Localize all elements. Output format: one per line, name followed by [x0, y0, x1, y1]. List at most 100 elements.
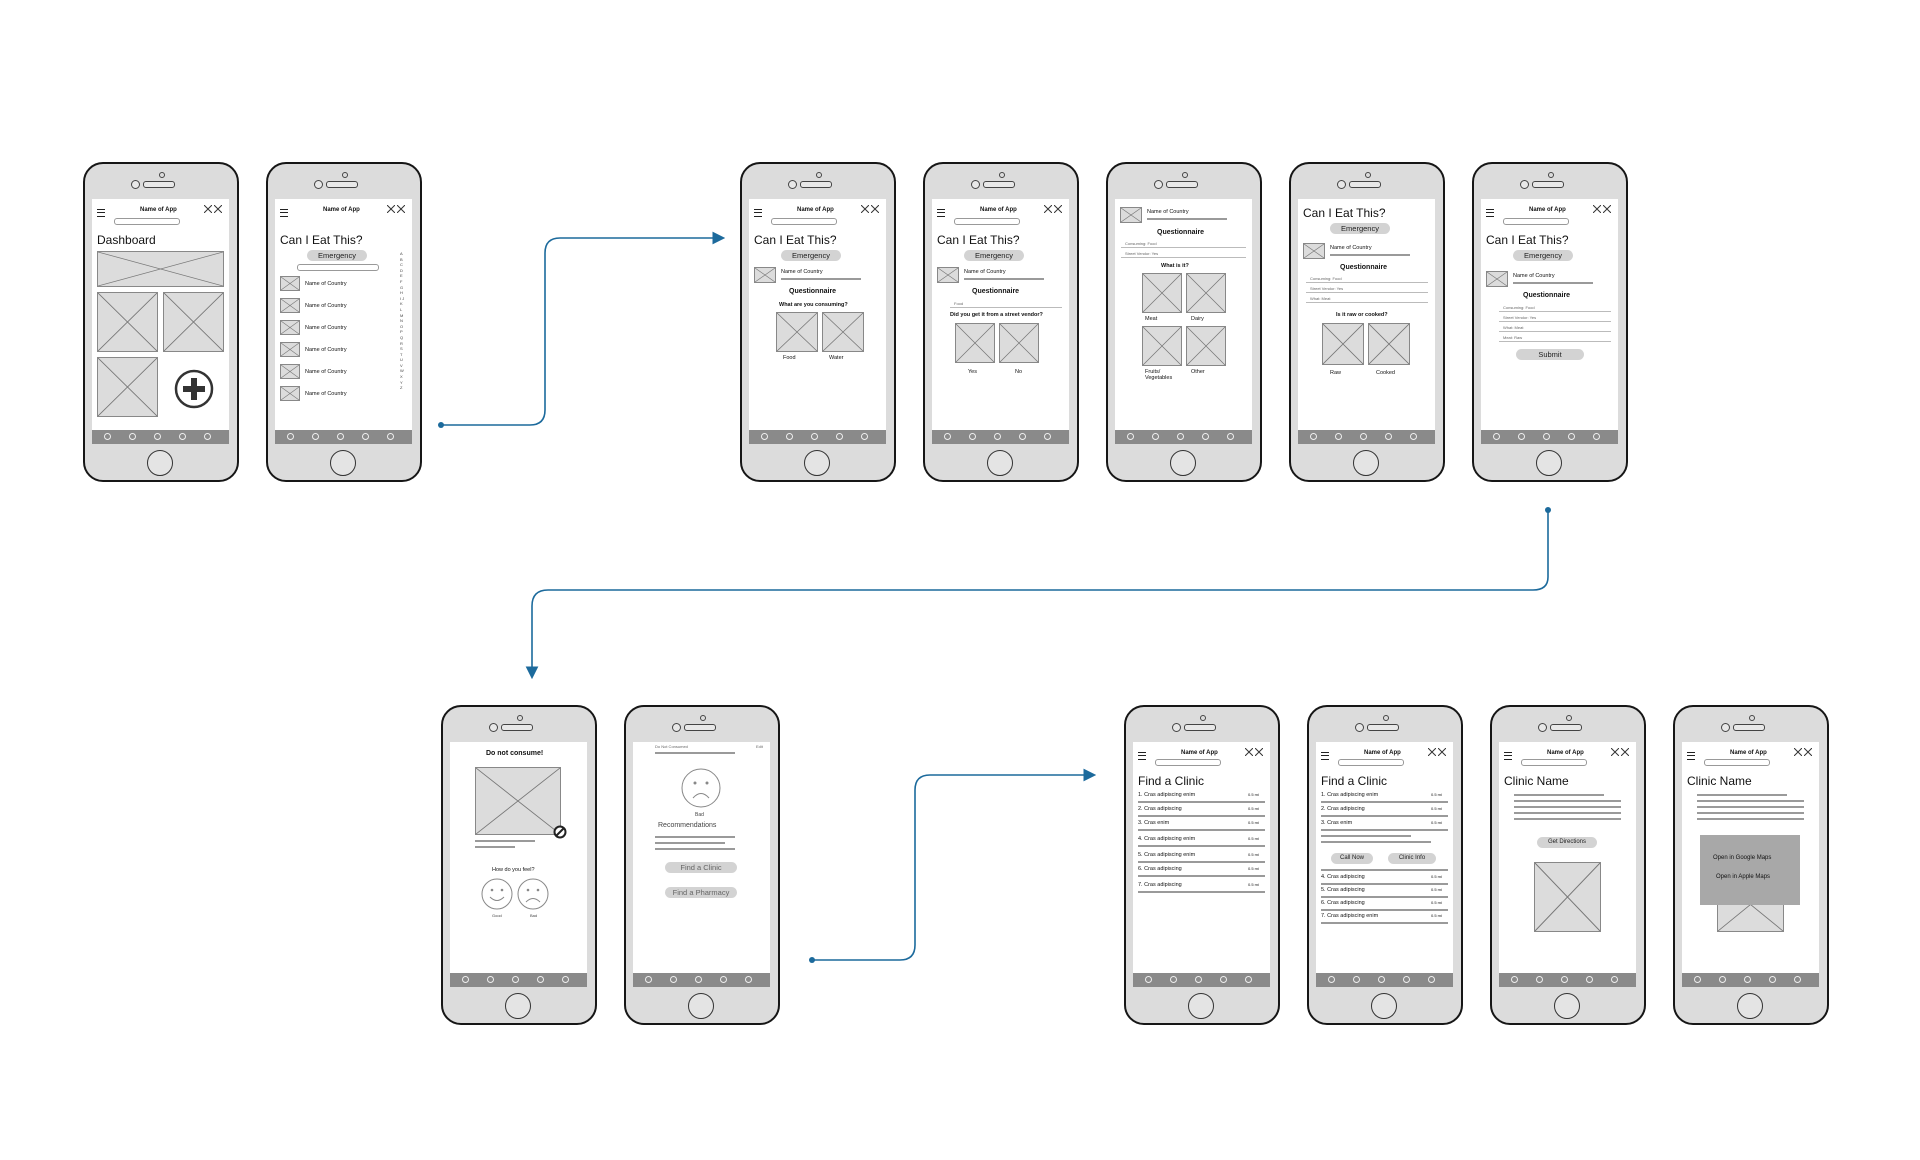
no-option[interactable]	[999, 323, 1039, 363]
list-item[interactable]: Name of Country	[305, 325, 347, 331]
meat-option[interactable]	[1142, 273, 1182, 313]
list-item[interactable]: 4. Cras adipiscing enim	[1138, 836, 1196, 842]
home-button[interactable]	[1737, 993, 1763, 1019]
home-button[interactable]	[1554, 993, 1580, 1019]
home-button[interactable]	[804, 450, 830, 476]
close-icon[interactable]	[1621, 748, 1629, 756]
alphabet-index[interactable]: A B C D E F G H I J K L M N O P Q R S T …	[400, 251, 405, 391]
search-input[interactable]	[1155, 759, 1221, 766]
close-icon[interactable]	[1255, 748, 1263, 756]
close-icon[interactable]	[1794, 748, 1802, 756]
menu-icon[interactable]	[280, 209, 288, 217]
list-item[interactable]: Name of Country	[305, 303, 347, 309]
close-icon[interactable]	[1438, 748, 1446, 756]
close-icon[interactable]	[397, 205, 405, 213]
search-input[interactable]	[114, 218, 180, 225]
list-item[interactable]: Name of Country	[305, 347, 347, 353]
search-input[interactable]	[771, 218, 837, 225]
home-button[interactable]	[1536, 450, 1562, 476]
list-item[interactable]: 2. Cras adipiscing	[1138, 806, 1182, 812]
search-input[interactable]	[1704, 759, 1770, 766]
close-icon[interactable]	[204, 205, 212, 213]
list-item[interactable]: 2. Cras adipiscing	[1321, 806, 1365, 812]
home-button[interactable]	[688, 993, 714, 1019]
sad-face-icon[interactable]	[516, 877, 550, 911]
home-button[interactable]	[1170, 450, 1196, 476]
home-button[interactable]	[505, 993, 531, 1019]
emergency-button[interactable]: Emergency	[1330, 223, 1390, 234]
clinic-info-button[interactable]: Clinic Info	[1388, 853, 1436, 864]
water-option[interactable]	[822, 312, 864, 352]
list-item[interactable]: Name of Country	[305, 281, 347, 287]
home-button[interactable]	[1371, 993, 1397, 1019]
other-option[interactable]	[1186, 326, 1226, 366]
fruits-option[interactable]	[1142, 326, 1182, 366]
close-icon[interactable]	[387, 205, 395, 213]
dairy-option[interactable]	[1186, 273, 1226, 313]
search-input[interactable]	[1338, 759, 1404, 766]
list-item[interactable]: 3. Cras enim	[1321, 820, 1353, 826]
list-item[interactable]: 5. Cras adipiscing	[1321, 887, 1365, 893]
close-icon[interactable]	[1804, 748, 1812, 756]
list-item[interactable]: 1. Cras adipiscing enim	[1321, 792, 1379, 798]
home-button[interactable]	[987, 450, 1013, 476]
add-icon[interactable]	[174, 369, 214, 409]
answer-row: Consuming: Food	[1503, 305, 1535, 310]
search-input[interactable]	[1521, 759, 1587, 766]
list-item[interactable]: 3. Cras enim	[1138, 820, 1170, 826]
menu-icon[interactable]	[1687, 752, 1695, 760]
menu-icon[interactable]	[97, 209, 105, 217]
close-icon[interactable]	[1593, 205, 1601, 213]
close-icon[interactable]	[1611, 748, 1619, 756]
home-button[interactable]	[1188, 993, 1214, 1019]
list-item[interactable]: 7. Cras adipiscing enim	[1321, 913, 1379, 919]
yes-option[interactable]	[955, 323, 995, 363]
edit-link[interactable]: Edit	[756, 744, 763, 749]
open-apple-maps-button[interactable]: Open in Apple Maps	[1716, 874, 1771, 880]
close-icon[interactable]	[1603, 205, 1611, 213]
answer-row: What: Meat	[1310, 296, 1331, 301]
submit-button[interactable]: Submit	[1516, 349, 1584, 360]
close-icon[interactable]	[1428, 748, 1436, 756]
page-title: Can I Eat This?	[1486, 233, 1569, 247]
menu-icon[interactable]	[1504, 752, 1512, 760]
list-item[interactable]: Name of Country	[305, 391, 347, 397]
emergency-button[interactable]: Emergency	[781, 250, 841, 261]
close-icon[interactable]	[1044, 205, 1052, 213]
list-item[interactable]: 5. Cras adipiscing enim	[1138, 852, 1196, 858]
menu-icon[interactable]	[754, 209, 762, 217]
call-now-button[interactable]: Call Now	[1331, 853, 1373, 864]
cooked-option[interactable]	[1368, 323, 1410, 365]
home-button[interactable]	[330, 450, 356, 476]
home-button[interactable]	[147, 450, 173, 476]
list-item[interactable]: 1. Cras adipiscing enim	[1138, 792, 1196, 798]
open-google-maps-button[interactable]: Open in Google Maps	[1713, 855, 1772, 861]
get-directions-button[interactable]: Get Directions	[1537, 837, 1597, 848]
menu-icon[interactable]	[1138, 752, 1146, 760]
raw-option[interactable]	[1322, 323, 1364, 365]
close-icon[interactable]	[1245, 748, 1253, 756]
list-item[interactable]: 7. Cras adipiscing	[1138, 882, 1182, 888]
search-input[interactable]	[1503, 218, 1569, 225]
list-item[interactable]: 6. Cras adipiscing	[1138, 866, 1182, 872]
happy-face-icon[interactable]	[480, 877, 514, 911]
close-icon[interactable]	[214, 205, 222, 213]
search-input[interactable]	[954, 218, 1020, 225]
home-button[interactable]	[1353, 450, 1379, 476]
menu-icon[interactable]	[937, 209, 945, 217]
search-input[interactable]	[297, 264, 379, 271]
emergency-button[interactable]: Emergency	[307, 250, 367, 261]
find-clinic-button[interactable]: Find a Clinic	[665, 862, 737, 873]
find-pharmacy-button[interactable]: Find a Pharmacy	[665, 887, 737, 898]
close-icon[interactable]	[1054, 205, 1062, 213]
list-item[interactable]: 4. Cras adipiscing	[1321, 874, 1365, 880]
list-item[interactable]: 6. Cras adipiscing	[1321, 900, 1365, 906]
list-item[interactable]: Name of Country	[305, 369, 347, 375]
menu-icon[interactable]	[1486, 209, 1494, 217]
emergency-button[interactable]: Emergency	[964, 250, 1024, 261]
close-icon[interactable]	[861, 205, 869, 213]
close-icon[interactable]	[871, 205, 879, 213]
food-option[interactable]	[776, 312, 818, 352]
menu-icon[interactable]	[1321, 752, 1329, 760]
emergency-button[interactable]: Emergency	[1513, 250, 1573, 261]
